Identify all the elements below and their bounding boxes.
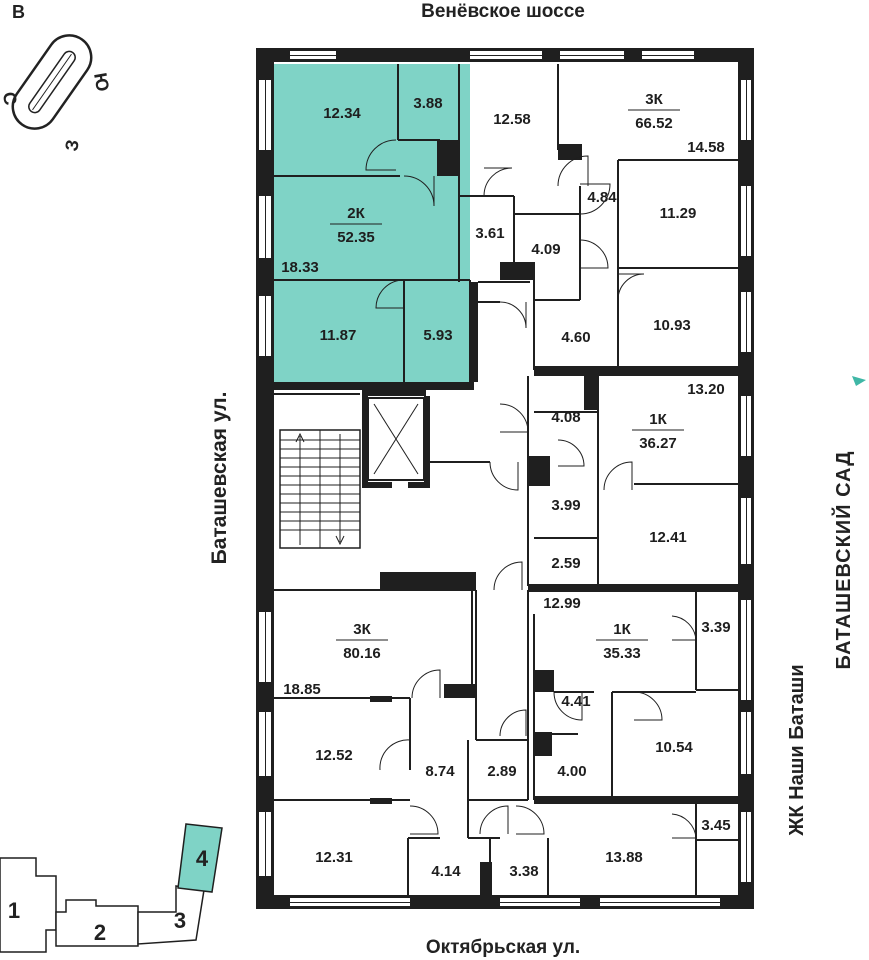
compass-east: Ю (90, 71, 113, 93)
room-area: 4.14 (431, 863, 461, 880)
room-area: 3.61 (475, 225, 504, 242)
room-area: 3.99 (551, 497, 580, 514)
room-area: 12.99 (543, 595, 581, 612)
room-area: 12.58 (493, 111, 531, 128)
compass-south: З (61, 138, 83, 153)
apt-bottom-right-type: 1К (613, 621, 631, 638)
room-area: 10.54 (655, 739, 693, 756)
stair-arrow-down-icon (335, 434, 345, 546)
room-area: 14.58 (687, 139, 725, 156)
room-area: 11.87 (320, 327, 357, 344)
room-area: 18.85 (283, 681, 321, 698)
room-area: 12.41 (649, 529, 687, 546)
section-label: 1 (8, 898, 20, 923)
room-area: 18.33 (281, 259, 319, 276)
room-area: 12.34 (323, 105, 361, 122)
room-area: 3.45 (701, 817, 730, 834)
door-swings (365, 139, 697, 839)
apt-mid-right-area: 36.27 (639, 435, 677, 452)
apt-top-right-type: 3К (645, 91, 663, 108)
street-right-outer: БАТАШЕВСКИЙ САД (831, 451, 855, 670)
room-area: 4.41 (561, 693, 590, 710)
room-area: 4.08 (551, 409, 580, 426)
accent-arrow-icon (852, 376, 866, 386)
section-label: 4 (196, 846, 209, 871)
apt-bottom-left-type: 3К (353, 621, 371, 638)
street-bottom: Октябрьская ул. (426, 937, 580, 958)
section-4-highlight[interactable] (177, 823, 223, 893)
apt-bottom-right-area: 35.33 (603, 645, 641, 662)
street-top: Венёвское шоссе (421, 1, 585, 22)
stair-arrow-up-icon (295, 432, 305, 545)
room-area: 13.88 (605, 849, 643, 866)
compass-west: С (0, 90, 21, 106)
room-area: 12.52 (315, 747, 353, 764)
room-area: 12.31 (315, 849, 353, 866)
room-area: 2.89 (487, 763, 516, 780)
room-area: 3.88 (413, 95, 442, 112)
room-labels: 12.34 3.88 12.58 14.58 4.84 11.29 3.61 4… (281, 95, 730, 880)
street-right-inner: ЖК Наши Баташи (786, 664, 808, 836)
room-area: 13.20 (687, 381, 725, 398)
room-area: 2.59 (551, 555, 580, 572)
room-area: 4.09 (531, 241, 560, 258)
section-label: 2 (94, 920, 106, 945)
room-area: 11.29 (660, 205, 697, 222)
apt-top-left-type: 2К (347, 205, 365, 222)
street-left: Баташевская ул. (208, 392, 231, 565)
section-label: 3 (174, 908, 186, 933)
apt-mid-right-type: 1К (649, 411, 667, 428)
room-area: 8.74 (425, 763, 455, 780)
compass-north: В (12, 2, 25, 22)
apt-top-left-area: 52.35 (337, 229, 375, 246)
room-area: 10.93 (653, 317, 691, 334)
room-area: 4.00 (557, 763, 586, 780)
compass: В Ю З С (0, 2, 113, 153)
room-area: 3.38 (509, 863, 538, 880)
staircase (279, 429, 361, 549)
room-area: 4.84 (587, 189, 617, 206)
room-area: 3.39 (701, 619, 730, 636)
site-minimap: 1 2 3 4 (0, 823, 223, 953)
apt-bottom-left-area: 80.16 (343, 645, 381, 662)
room-area: 4.60 (561, 329, 590, 346)
room-area: 5.93 (423, 327, 452, 344)
apt-top-right-area: 66.52 (635, 115, 673, 132)
compass-ellipse-icon (11, 34, 93, 130)
